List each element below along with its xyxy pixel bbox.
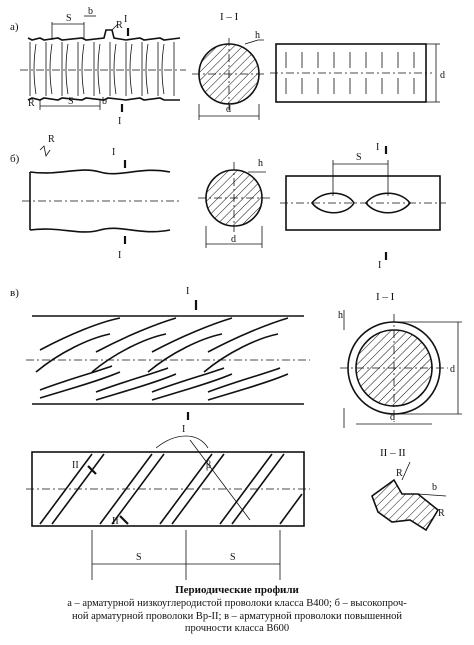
panel-v-section-mark-bottom: I xyxy=(182,424,185,435)
panel-b-top-view: S I I xyxy=(280,142,446,271)
panel-a-dim-s-top: S xyxy=(66,13,72,24)
panel-a-dim-d: d xyxy=(226,104,231,115)
panel-v-dim-s-1: S xyxy=(136,552,142,563)
panel-b-dim-r: R xyxy=(48,134,55,145)
panel-b-bar-side-view: R I I xyxy=(22,134,180,261)
panel-a-marker: а) xyxy=(10,21,19,33)
panel-a-dim-r-bottom: R xyxy=(28,98,35,109)
panel-v: в) I I I – I xyxy=(10,286,462,580)
panel-b-dim-s: S xyxy=(356,152,362,163)
panel-a-dim-r: R xyxy=(116,20,123,31)
panel-v-dim-d-inner: d xyxy=(390,412,395,423)
panel-a-cross-section: I – I h d xyxy=(192,11,266,120)
panel-a: а) S b R I I S b xyxy=(10,6,445,127)
caption-line-2: ной арматурной проволоки Вр-II; в – арма… xyxy=(71,611,403,622)
panel-a-dim-s-bottom: S xyxy=(68,96,74,107)
panel-b-marker: б) xyxy=(10,153,20,165)
panel-a-dim-h: h xyxy=(255,30,260,41)
panel-a-dim-b-bottom: b xyxy=(102,96,107,107)
panel-v-bar-plan-view: β II II S S xyxy=(26,435,310,580)
panel-v-section-title-2: II – II xyxy=(380,447,406,459)
panel-v-dim-beta: β xyxy=(206,460,211,471)
panel-v-section-title-1: I – I xyxy=(376,291,395,303)
panel-v-dim-h: h xyxy=(338,310,343,321)
panel-b-section-mark-bottom-view: I xyxy=(378,260,381,271)
panel-a-section-mark-bottom: I xyxy=(118,116,121,127)
panel-v-cross-section-1: I – I d h d xyxy=(338,291,462,428)
panel-v-dim-s-2: S xyxy=(230,552,236,563)
caption-line-1: а – арматурной низкоуглеродистой проволо… xyxy=(67,598,407,609)
panel-v-section-mark-ii-bottom: II xyxy=(112,516,119,527)
caption-line-3: прочности класса В600 xyxy=(184,623,290,634)
panel-b-cross-section: h d xyxy=(198,158,270,248)
panel-b-dim-d: d xyxy=(231,234,236,245)
panel-v-dim-r-1: R xyxy=(396,468,403,479)
panel-v-section-mark-top: I xyxy=(186,286,189,297)
panel-a-section-mark-top: I xyxy=(124,14,127,25)
panel-a-dim-d-top-view: d xyxy=(440,70,445,81)
panel-a-bar-side-view: S b R I I S b R xyxy=(20,6,186,127)
panel-v-dim-b: b xyxy=(432,482,437,493)
panel-b: б) R I I h d xyxy=(10,134,446,271)
panel-a-section-title: I – I xyxy=(220,11,239,23)
panel-v-marker: в) xyxy=(10,287,19,299)
panel-b-section-mark-top-view: I xyxy=(376,142,379,153)
panel-v-bar-side-view: I I xyxy=(26,286,310,435)
panel-b-dim-h: h xyxy=(258,158,263,169)
caption-title: Периодические профили xyxy=(175,584,299,596)
panel-v-cross-section-2: II – II b R R xyxy=(371,447,447,532)
panel-b-section-mark-top: I xyxy=(112,147,115,158)
panel-v-section-mark-ii-top: II xyxy=(72,460,79,471)
panel-v-dim-r-2: R xyxy=(438,508,445,519)
panel-a-dim-b-top: b xyxy=(88,6,93,17)
panel-b-section-mark-bottom: I xyxy=(118,250,121,261)
panel-a-top-view: d xyxy=(270,43,445,103)
panel-v-dim-d-outer: d xyxy=(450,364,455,375)
